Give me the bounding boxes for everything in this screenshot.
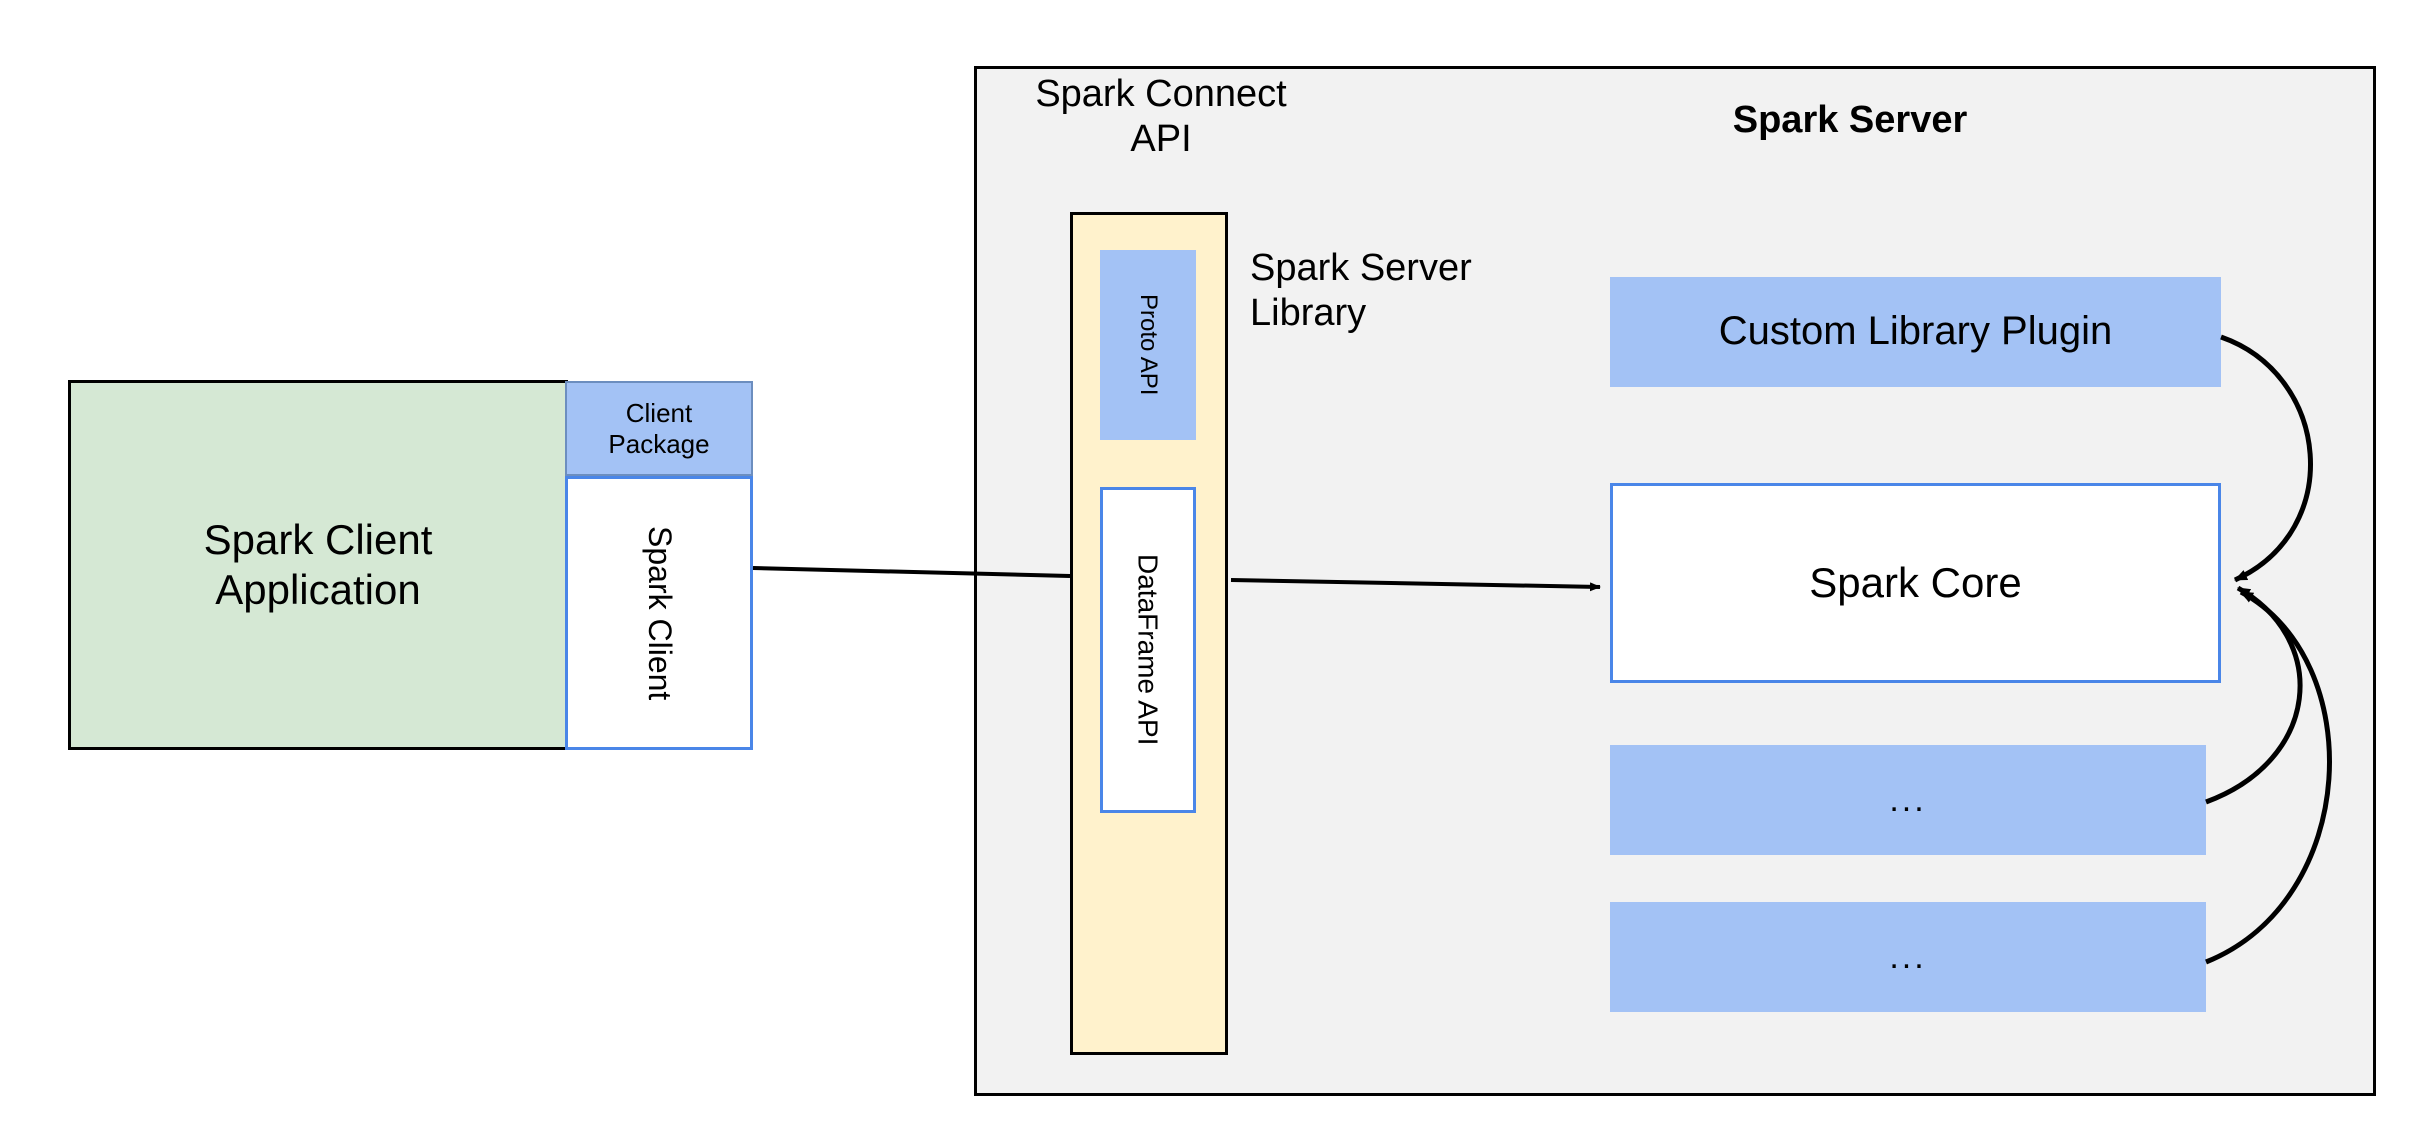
proto-api-label: Proto API [1135,294,1163,396]
client-package-label: Client Package [608,397,710,459]
spark-client-box[interactable]: Spark Client [565,476,753,750]
ellipsis-box-one[interactable]: ... [1610,745,2206,855]
spark-connect-api-label: Spark Connect API [1016,72,1306,162]
spark-connect-api-text: Spark Connect API [1035,73,1287,160]
dataframe-api-box[interactable]: DataFrame API [1100,487,1196,813]
spark-core-box[interactable]: Spark Core [1610,483,2221,683]
spark-server-library-label: Spark Server Library [1250,246,1540,346]
spark-server-title: Spark Server [1720,98,1980,150]
spark-core-label: Spark Core [1809,559,2022,607]
spark-server-title-text: Spark Server [1732,99,1968,141]
spark-server-library-text: Spark Server Library [1250,247,1472,334]
spark-client-application-label: Spark Client Application [203,516,433,613]
custom-library-plugin-box[interactable]: Custom Library Plugin [1610,277,2221,387]
client-package-box[interactable]: Client Package [565,381,753,476]
spark-client-application-box[interactable]: Spark Client Application [68,380,568,750]
ellipsis-box-two[interactable]: ... [1610,902,2206,1012]
custom-library-plugin-label: Custom Library Plugin [1718,309,2113,354]
proto-api-box[interactable]: Proto API [1100,250,1196,440]
ellipsis-two-label: ... [1889,937,1927,976]
spark-client-label: Spark Client [641,525,678,701]
ellipsis-one-label: ... [1889,780,1927,819]
dataframe-api-label: DataFrame API [1132,554,1164,746]
